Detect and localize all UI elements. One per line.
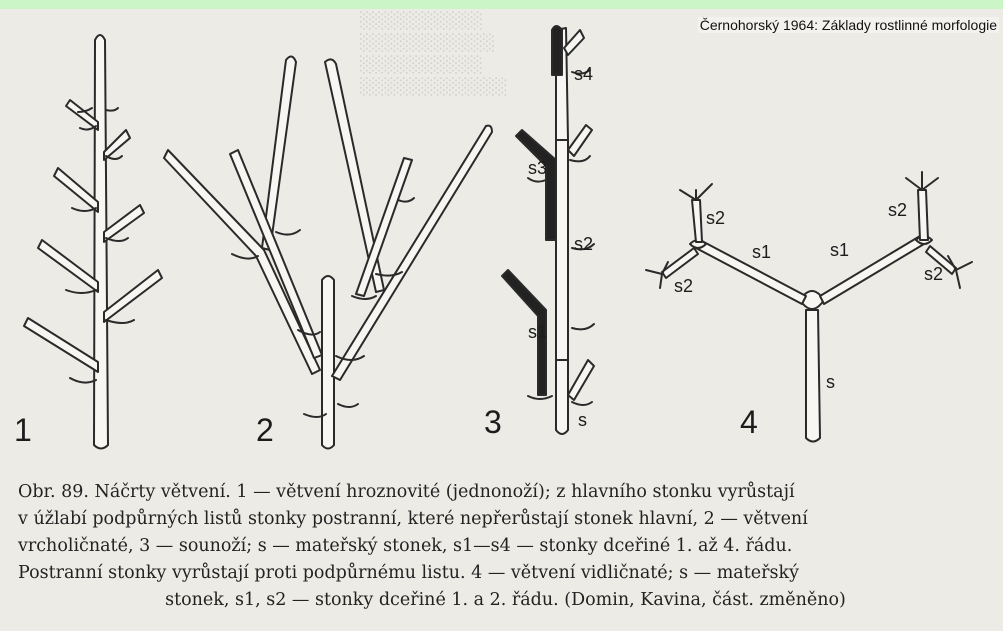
figure-number-1: 1: [14, 412, 32, 449]
figure-number-2: 2: [256, 412, 274, 449]
figure-1-racemose: [24, 35, 162, 449]
label-s2-lower-right: s2: [924, 264, 943, 285]
label-s2-fig3: s2: [574, 234, 593, 255]
label-s2-upper-right: s2: [888, 200, 907, 221]
label-s1-left: s1: [752, 242, 771, 263]
label-s2-lower-left: s2: [674, 276, 693, 297]
figure-4-dichotomous: [646, 172, 972, 442]
source-credit: Černohorský 1964: Základy rostlinné morf…: [698, 17, 999, 33]
figure-2-cymose: [164, 56, 492, 448]
figure-number-3: 3: [484, 404, 502, 441]
caption-line-3: vrcholičnaté, 3 — sounoží; s — mateřský …: [18, 533, 993, 560]
label-s1-right: s1: [830, 240, 849, 261]
figure-caption: Obr. 89. Náčrty větvení. 1 — větvení hro…: [18, 479, 993, 614]
label-s-fig3: s: [578, 410, 587, 431]
caption-line-5: stonek, s1, s2 — stonky dceřiné 1. a 2. …: [18, 587, 993, 614]
caption-line-2: v úžlabí podpůrných listů stonky postran…: [18, 506, 993, 533]
figure-3-sympodial: [502, 26, 594, 434]
label-s1-fig3: s1: [528, 322, 547, 343]
branching-figure: [0, 0, 1003, 465]
label-s4: s4: [574, 64, 593, 85]
label-s3: s3: [528, 158, 547, 179]
figure-number-4: 4: [740, 404, 758, 441]
label-s2-upper-left: s2: [706, 208, 725, 229]
label-s-fig4: s: [826, 372, 835, 393]
caption-line-1: Obr. 89. Náčrty větvení. 1 — větvení hro…: [18, 479, 993, 506]
caption-line-4: Postranní stonky vyrůstají proti podpůrn…: [18, 560, 993, 587]
